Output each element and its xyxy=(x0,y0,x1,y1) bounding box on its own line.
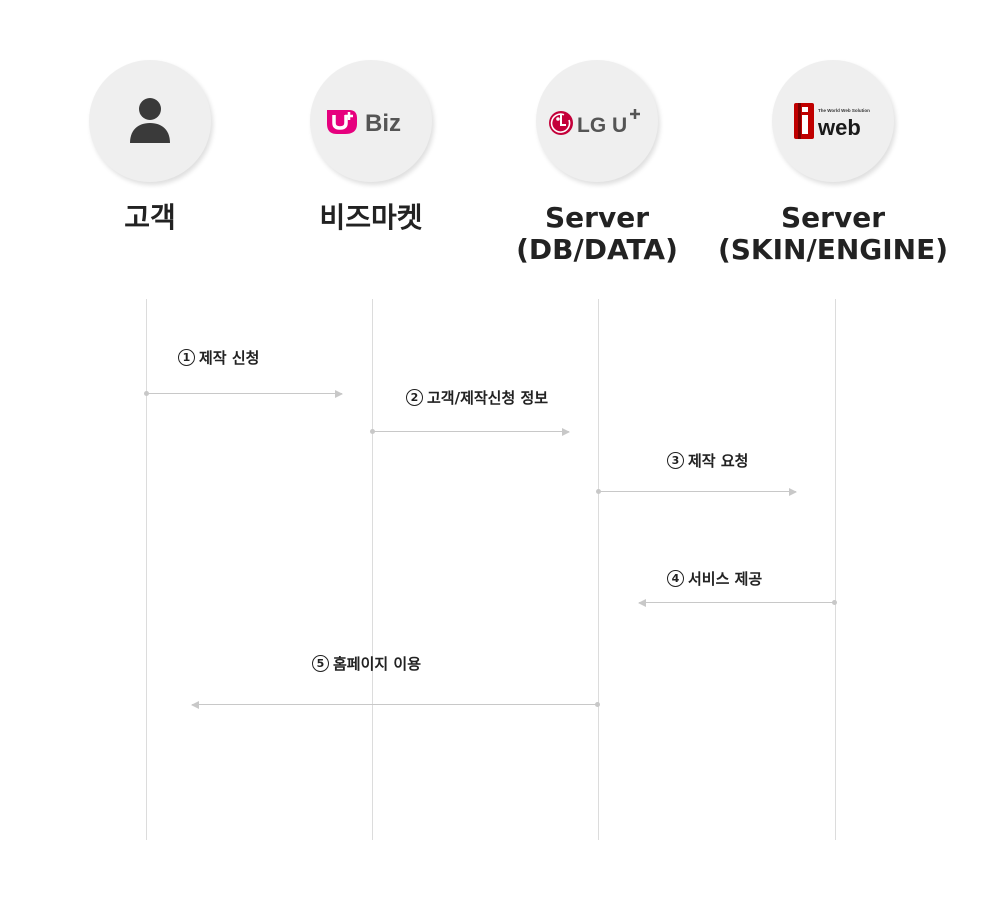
person-icon xyxy=(130,98,170,143)
actor-circle xyxy=(89,60,211,182)
lg-uplus-logo: LG U xyxy=(549,109,640,137)
message-arrow xyxy=(638,597,837,609)
iweb-tagline: The World Web Solution xyxy=(818,108,870,113)
lg-uplus-logo-text: LG U xyxy=(577,114,627,137)
message-text: 고객/제작신청 정보 xyxy=(427,389,549,407)
message-label: 5 홈페이지 이용 xyxy=(312,653,421,674)
actor-title: Server (DB/DATA) xyxy=(516,201,678,266)
step-number: 3 xyxy=(667,452,684,469)
actor-circle: LG U xyxy=(536,60,658,182)
lifeline-bizmarket xyxy=(372,299,373,840)
ubiz-logo-text: Biz xyxy=(365,110,401,137)
actor-title: Server (SKIN/ENGINE) xyxy=(717,201,949,266)
arrowhead-icon xyxy=(335,390,343,398)
arrowhead-icon xyxy=(638,599,646,607)
message-label: 3 제작 요청 xyxy=(667,450,748,471)
lifeline-server-db xyxy=(598,299,599,840)
message-text: 서비스 제공 xyxy=(688,570,763,588)
message-arrow xyxy=(370,426,570,438)
step-number: 5 xyxy=(312,655,329,672)
iweb-logo: The World Web Solution web xyxy=(794,103,870,140)
step-number: 2 xyxy=(406,389,423,406)
message-arrow xyxy=(191,699,600,711)
message-arrow xyxy=(596,486,797,498)
message-arrow xyxy=(144,388,343,400)
actor-title: 비즈마켓 xyxy=(319,201,423,234)
actor-circle: The World Web Solution web xyxy=(772,60,894,182)
actor-circle: Biz xyxy=(310,60,432,182)
message-label: 4 서비스 제공 xyxy=(667,568,762,589)
step-number: 1 xyxy=(178,349,195,366)
message-text: 제작 요청 xyxy=(688,452,749,470)
arrowhead-icon xyxy=(789,488,797,496)
message-label: 2 고객/제작신청 정보 xyxy=(406,387,548,408)
iweb-logo-text: web xyxy=(817,115,861,140)
message-text: 홈페이지 이용 xyxy=(333,655,422,673)
lifeline-server-skin xyxy=(835,299,836,840)
lifeline-customer xyxy=(146,299,147,840)
ubiz-logo: Biz xyxy=(327,110,401,137)
arrowhead-icon xyxy=(562,428,570,436)
actor-title: 고객 xyxy=(124,201,176,234)
arrowhead-icon xyxy=(191,701,199,709)
message-label: 1 제작 신청 xyxy=(178,347,259,368)
step-number: 4 xyxy=(667,570,684,587)
message-text: 제작 신청 xyxy=(199,349,260,367)
